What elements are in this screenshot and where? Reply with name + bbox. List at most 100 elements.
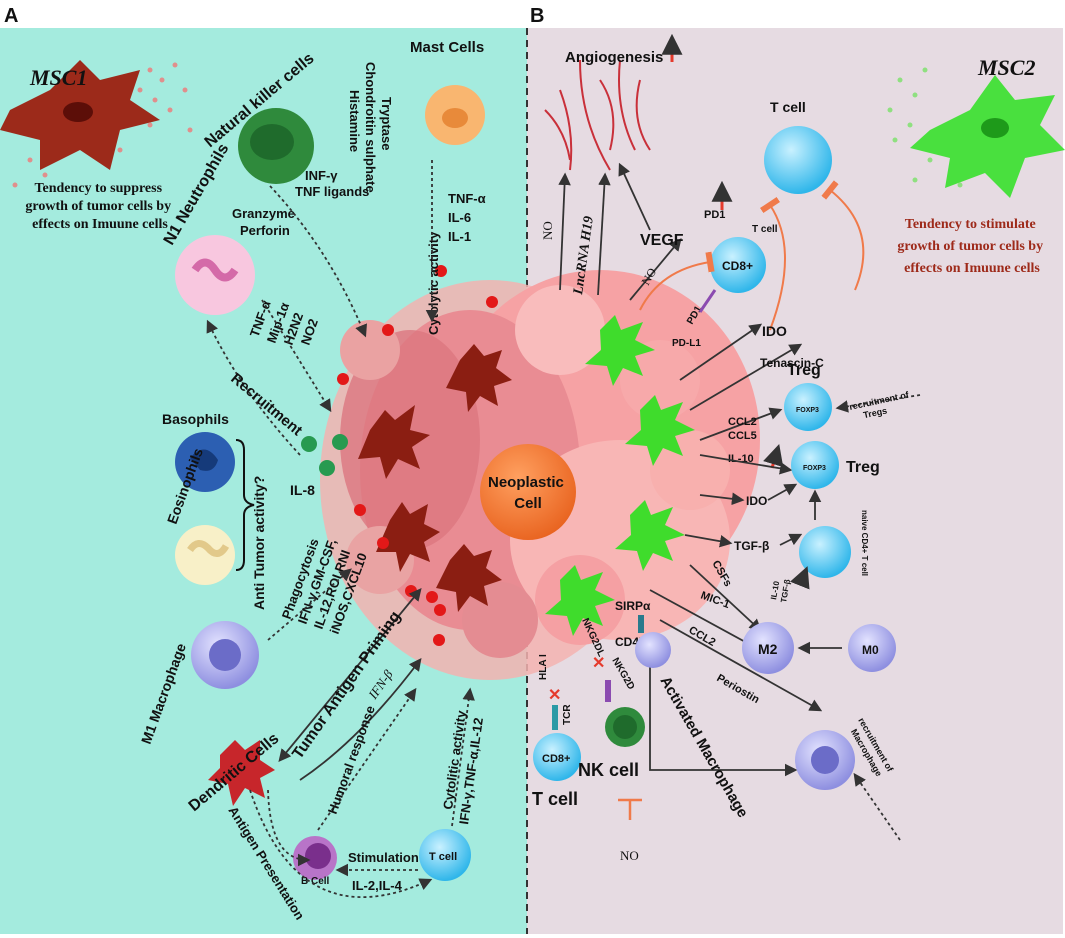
m1-nucleus <box>209 639 241 671</box>
tcell-small-label: T cell <box>752 224 778 235</box>
nk-factors: INF-γ TNF ligands <box>295 168 369 199</box>
svg-text:Chondroitin sulphate: Chondroitin sulphate <box>363 62 378 193</box>
m2-label: M2 <box>758 641 778 657</box>
arrow-tenascin <box>689 343 803 411</box>
arrow-lnc-angio <box>597 172 611 296</box>
dendritic-cell <box>208 740 275 806</box>
eosinophil-nucleus <box>187 540 230 557</box>
recruit-mac-arrow <box>853 772 901 841</box>
m2-macrophage <box>742 622 794 674</box>
pdl1-label: PD-L1 <box>672 338 701 349</box>
angiogenesis-label: Angiogenesis <box>565 49 663 66</box>
recruited-macrophage-nucleus <box>811 746 839 774</box>
arrow-vegf-angio <box>618 162 651 231</box>
arrow-no-angio <box>558 172 571 291</box>
arrow-ccl2b <box>659 619 823 712</box>
right-green-cells <box>545 315 695 636</box>
activated-macrophage <box>635 632 671 668</box>
no-label-1: NO <box>540 221 555 240</box>
pd1-label: PD1 <box>704 209 725 221</box>
svg-text:Tryptase: Tryptase <box>379 97 394 150</box>
brace <box>235 439 255 571</box>
arrow-ido2-treg <box>767 483 798 501</box>
svg-text:IL-10: IL-10 <box>769 580 781 600</box>
treg-middle <box>791 441 839 489</box>
t-cell-top <box>764 126 832 194</box>
treg-middle-label: Treg <box>846 459 880 476</box>
msc2-cell <box>887 67 1065 198</box>
arrow-tgfb-naive <box>779 533 803 546</box>
cytolytic-arrow <box>451 687 475 827</box>
ccl2-label: CCL2 <box>728 416 757 428</box>
tenascin-label: Tenascin-C <box>760 356 824 370</box>
pd1-receptor <box>698 289 717 313</box>
il24-label: IL-2,IL-4 <box>352 878 403 893</box>
cd47-receptor <box>638 615 644 633</box>
stimulation-label: Stimulation <box>348 850 419 865</box>
tcr-label: TCR <box>562 704 573 725</box>
arrow-vegf <box>629 238 682 301</box>
treg-top-label: Treg <box>787 362 821 379</box>
il10-up-arrow <box>763 443 784 469</box>
cd8-bottom-label: CD8+ <box>542 753 570 765</box>
t-cell-top-label: T cell <box>770 99 806 115</box>
arrow-ido <box>679 323 763 381</box>
msc2-title: MSC2 <box>977 55 1035 80</box>
dendritic-to-tcell <box>249 789 433 899</box>
m0-macrophage <box>848 624 896 672</box>
m0-label: M0 <box>862 643 879 657</box>
inhibit-tcell-1 <box>821 180 865 291</box>
b-cell-label: B Cell <box>301 876 330 887</box>
msc1-description: Tendency to suppress growth of tumor cel… <box>25 181 174 232</box>
sirpa-label: SIRPα <box>615 599 651 613</box>
basophils-label: Basophils <box>162 411 229 427</box>
anti-tumor-label: Anti Tumor activity? <box>251 476 267 610</box>
eosinophil <box>175 525 235 585</box>
recruit-tregs-arrow <box>835 394 921 413</box>
t-cell-left <box>419 829 471 881</box>
arrow-ido2 <box>699 492 745 506</box>
arrow-csfs <box>689 564 762 632</box>
neoplastic-label: Neoplastic Cell <box>488 474 568 512</box>
il10b-up-arrow <box>790 566 810 590</box>
nk-granzyme: Granzyme Perforin <box>232 206 299 238</box>
nkg2d-block-icon: ✕ <box>592 655 605 672</box>
cd8-cell-bottom <box>533 733 581 781</box>
msc1-cell <box>0 60 193 188</box>
naive-cd4 <box>799 526 851 578</box>
foxp3-middle: FOXP3 <box>803 465 826 472</box>
il8-dots <box>301 434 348 476</box>
arrow-mic1 <box>649 589 763 652</box>
foxp3-top: FOXP3 <box>796 407 819 414</box>
msc2-description: Tendency to stimulate growth of tumor ce… <box>897 217 1046 276</box>
hla-block-icon: ✕ <box>548 687 561 704</box>
nk-cell-bottom-nucleus <box>613 715 637 739</box>
arrow-tgfb <box>684 534 733 548</box>
neoplastic-cell <box>480 444 576 540</box>
treg-top <box>784 383 832 431</box>
vegf-label: VEGF <box>640 232 684 249</box>
nk-cell-bottom-label: NK cell <box>578 760 639 780</box>
cd8-top-label: CD8+ <box>722 259 753 273</box>
naive-label: naive CD4+ T cell <box>860 510 869 576</box>
tcr-receptor <box>552 705 558 730</box>
nk-arrow <box>269 185 367 338</box>
hla-label: HLA I <box>538 654 549 680</box>
panel-b-label: B <box>530 5 544 27</box>
arrow-il10 <box>699 454 793 475</box>
ido2-label: IDO <box>746 494 767 508</box>
left-red-cells <box>358 344 512 612</box>
msc1-title: MSC1 <box>29 65 87 90</box>
arrow-ccl <box>699 407 783 441</box>
cytolytic-activity-label: Cytolytic activity <box>426 231 441 335</box>
il8-label: IL-8 <box>290 482 315 498</box>
mast-title: Mast Cells <box>410 39 484 56</box>
svg-text:TGF-β: TGF-β <box>779 578 792 603</box>
panel-a-label: A <box>4 5 18 27</box>
tgfb-label: TGF-β <box>734 539 769 553</box>
priming-arrow <box>278 588 422 762</box>
priming-arrow-2 <box>299 657 422 781</box>
nkg2d-receptor <box>605 680 611 702</box>
nk-cell-nucleus <box>250 124 294 160</box>
